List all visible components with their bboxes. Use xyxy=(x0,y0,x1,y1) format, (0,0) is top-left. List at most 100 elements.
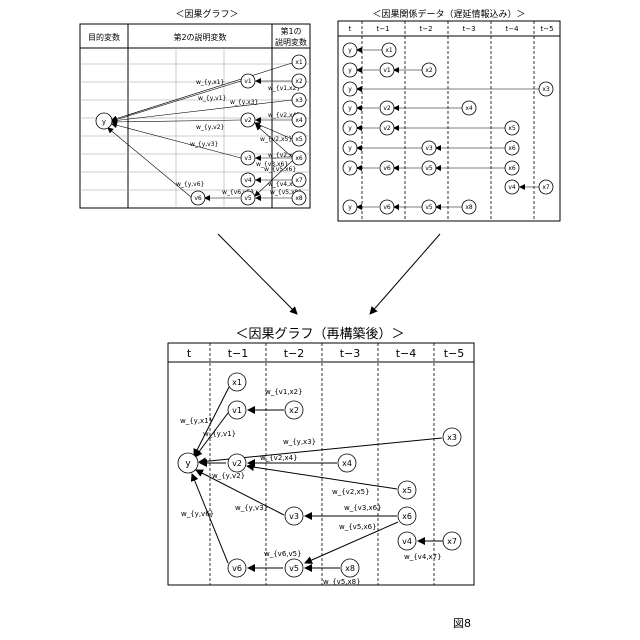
tl-node-x6: x6 xyxy=(292,151,306,165)
tr-r8-v6: v6 xyxy=(380,200,394,214)
b-w-yx3: w_{y,x3} xyxy=(283,438,316,446)
svg-text:v5: v5 xyxy=(244,195,252,202)
svg-text:v5: v5 xyxy=(425,204,433,211)
b-col-3: t−3 xyxy=(340,347,361,360)
b-node-v3: v3 xyxy=(285,507,303,525)
tl-w-v2x5: w_{v2,x5} xyxy=(260,136,292,143)
b-node-x2: x2 xyxy=(285,401,303,419)
b-node-v6: v6 xyxy=(228,559,246,577)
svg-text:x2: x2 xyxy=(289,406,299,415)
svg-text:y: y xyxy=(348,47,352,54)
tl-w-yv1: w_{y,v1} xyxy=(198,95,227,102)
top-right-panel: ＜因果関係データ（遅延情報込み）＞ t t−1 t−2 t−3 t−4 t−5 xyxy=(338,8,560,221)
svg-text:x1: x1 xyxy=(385,47,393,54)
b-node-y: y xyxy=(178,453,198,473)
b-w-v2x4: w_{v2,x4} xyxy=(260,454,298,462)
tr-r5-v3: v3 xyxy=(422,141,436,155)
tr-r6-v5: v5 xyxy=(422,161,436,175)
svg-text:y: y xyxy=(348,67,352,74)
bottom-panel: ＜因果グラフ（再構築後）＞ t t−1 t−2 t−3 t−4 t−5 xyxy=(168,327,474,586)
tr-r0-x1: x1 xyxy=(382,43,396,57)
tl-node-x3: x3 xyxy=(292,93,306,107)
tr-col-2: t−2 xyxy=(419,25,432,33)
svg-text:x8: x8 xyxy=(295,195,303,202)
svg-text:v5: v5 xyxy=(425,165,433,172)
tr-r1-y: y xyxy=(343,63,357,77)
svg-text:x6: x6 xyxy=(508,165,516,172)
tr-col-0: t xyxy=(349,25,352,33)
b-w-yv3: w_{y,v3} xyxy=(235,504,268,512)
tr-r5-y: y xyxy=(343,141,357,155)
tr-r5-x6: x6 xyxy=(505,141,519,155)
tl-node-v4: v4 xyxy=(241,173,255,187)
tr-r1-x2: x2 xyxy=(422,63,436,77)
b-node-x5: x5 xyxy=(398,481,416,499)
b-w-v4x7: w_{v4,x7} xyxy=(404,553,442,561)
tl-w-yv3: w_{y,v3} xyxy=(190,141,219,148)
tr-r8-x8: x8 xyxy=(462,200,476,214)
tr-col-4: t−4 xyxy=(505,25,519,33)
b-node-v1: v1 xyxy=(228,401,246,419)
tl-w-yx1: w_{y,x1} xyxy=(196,79,225,86)
svg-text:y: y xyxy=(348,125,352,132)
tr-r8-y: y xyxy=(343,200,357,214)
tl-node-v3: v3 xyxy=(241,151,255,165)
b-w-v5x6: w_{v5,x6} xyxy=(339,523,377,531)
tr-r7-v4: v4 xyxy=(505,180,519,194)
top-left-panel: ＜因果グラフ＞ 目的変数 第2の説明変数 第1の 説明変数 xyxy=(80,8,310,208)
svg-text:x2: x2 xyxy=(295,78,303,85)
b-w-v3x6: w_{v3,x6} xyxy=(344,504,382,512)
tr-r3-v2: v2 xyxy=(380,101,394,115)
svg-text:y: y xyxy=(348,145,352,152)
svg-text:y: y xyxy=(348,105,352,112)
svg-text:x5: x5 xyxy=(295,136,303,143)
figure-label: 図8 xyxy=(453,617,471,630)
svg-text:v1: v1 xyxy=(232,406,242,415)
svg-text:x2: x2 xyxy=(425,67,433,74)
svg-text:y: y xyxy=(348,165,352,172)
svg-text:x3: x3 xyxy=(542,86,550,93)
svg-text:v6: v6 xyxy=(383,165,391,172)
tr-col-3: t−3 xyxy=(462,25,475,33)
tl-w-yv2: w_{y,v2} xyxy=(196,124,225,131)
header-second: 第2の説明変数 xyxy=(173,32,226,42)
header-first-1: 第1の xyxy=(280,26,301,36)
svg-text:v2: v2 xyxy=(244,117,252,124)
svg-text:x4: x4 xyxy=(342,459,352,468)
b-node-v2: v2 xyxy=(228,454,246,472)
svg-text:x6: x6 xyxy=(295,155,303,162)
svg-text:x5: x5 xyxy=(402,486,412,495)
b-w-v6v5: w_{v6,v5} xyxy=(264,550,302,558)
svg-text:v1: v1 xyxy=(244,78,252,85)
svg-text:v4: v4 xyxy=(402,537,412,546)
top-left-title: ＜因果グラフ＞ xyxy=(175,8,238,20)
b-w-v1x2: w_{v1,x2} xyxy=(265,388,303,396)
tl-node-v1: v1 xyxy=(241,74,255,88)
b-col-5: t−5 xyxy=(444,347,465,360)
svg-text:v6: v6 xyxy=(194,195,202,202)
b-w-v5x8: w_{v5,x8} xyxy=(323,578,361,586)
svg-text:v4: v4 xyxy=(508,184,516,191)
tr-r1-v1: v1 xyxy=(380,63,394,77)
tr-r4-x5: x5 xyxy=(505,121,519,135)
tr-r3-y: y xyxy=(343,101,357,115)
svg-text:x7: x7 xyxy=(447,537,457,546)
b-col-0: t xyxy=(187,347,192,360)
svg-text:v3: v3 xyxy=(244,155,252,162)
b-node-x8: x8 xyxy=(341,559,359,577)
header-first-2: 説明変数 xyxy=(275,37,307,47)
tl-node-x7: x7 xyxy=(292,173,306,187)
svg-text:y: y xyxy=(102,118,106,126)
svg-text:v5: v5 xyxy=(289,564,299,573)
tl-node-x5: x5 xyxy=(292,132,306,146)
bottom-headers: t t−1 t−2 t−3 t−4 t−5 xyxy=(187,347,464,360)
b-node-x3: x3 xyxy=(443,428,461,446)
svg-text:x8: x8 xyxy=(345,564,355,573)
b-node-x6: x6 xyxy=(398,507,416,525)
tr-r8-v5: v5 xyxy=(422,200,436,214)
top-right-title: ＜因果関係データ（遅延情報込み）＞ xyxy=(372,8,525,20)
svg-text:v6: v6 xyxy=(383,204,391,211)
tl-node-x1: x1 xyxy=(292,55,306,69)
tl-node-x4: x4 xyxy=(292,113,306,127)
